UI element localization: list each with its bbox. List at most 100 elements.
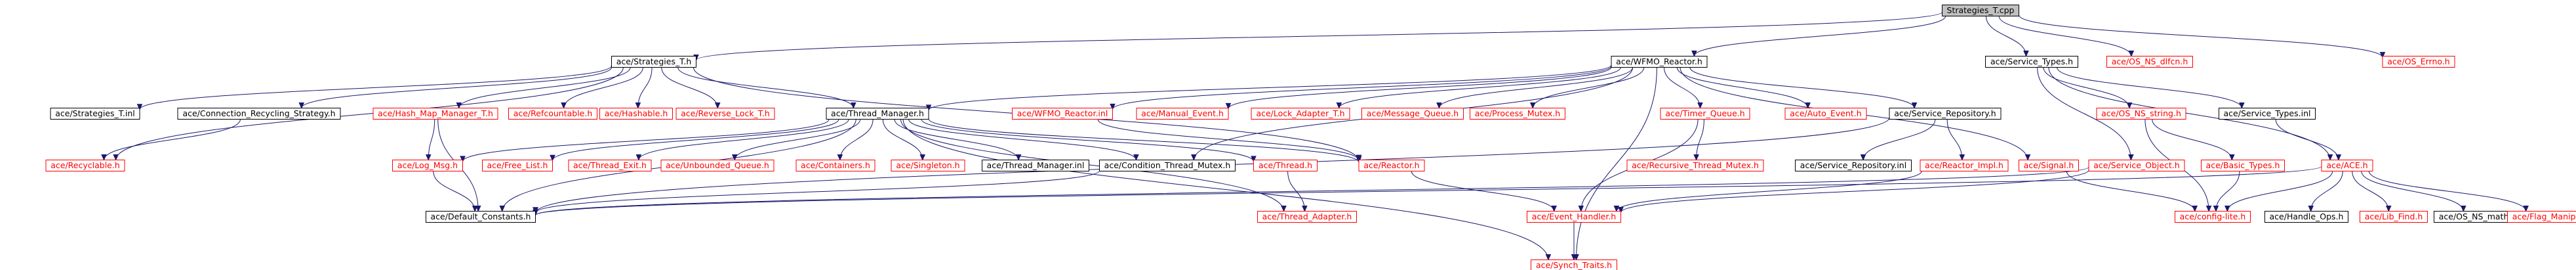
- graph-node[interactable]: ace/Service_Types.h: [1985, 56, 2078, 68]
- graph-node[interactable]: ace/Thread_Adapter.h: [1257, 211, 1357, 223]
- graph-node[interactable]: ace/Reactor_Impl.h: [1920, 160, 2009, 171]
- arrowhead-n0-to-n2: [1691, 51, 1697, 57]
- graph-node[interactable]: ace/Hashable.h: [599, 108, 673, 120]
- node-box: [482, 160, 553, 171]
- graph-node[interactable]: ace/Containers.h: [795, 160, 875, 171]
- graph-node[interactable]: ace/Hash_Map_Manager_T.h: [372, 108, 498, 120]
- node-label: ace/Connection_Recycling_Strategy.h: [182, 108, 335, 118]
- graph-node[interactable]: ace/Handle_Ops.h: [2264, 211, 2348, 223]
- arrowhead-n12-to-n41: [499, 206, 506, 212]
- edge-n12-to-n27: [734, 119, 861, 160]
- graph-node[interactable]: ace/Thread_Manager.inl: [982, 160, 1089, 171]
- arrowhead-n1-to-n11: [715, 102, 721, 109]
- graph-node[interactable]: ace/Basic_Types.h: [2201, 160, 2285, 171]
- node-label: ace/Reactor.h: [1363, 160, 1419, 170]
- graph-node[interactable]: ace/Event_Handler.h: [1527, 211, 1621, 223]
- node-label: ace/Thread_Exit.h: [573, 160, 647, 170]
- node-box: [2264, 211, 2348, 223]
- graph-node[interactable]: ace/Singleton.h: [891, 160, 965, 171]
- graph-node[interactable]: ace/Unbounded_Queue.h: [660, 160, 775, 171]
- node-box: [660, 160, 775, 171]
- graph-node[interactable]: ace/Manual_Event.h: [1136, 108, 1229, 120]
- graph-node[interactable]: ace/Service_Repository.inl: [1795, 160, 1912, 171]
- graph-node[interactable]: ace/Refcountable.h: [508, 108, 597, 120]
- node-box: [1012, 108, 1113, 120]
- arrowhead-n3-to-n22: [2239, 102, 2245, 109]
- graph-node[interactable]: ace/Process_Mutex.h: [1470, 108, 1565, 120]
- graph-node[interactable]: ace/OS_NS_string.h: [2096, 108, 2186, 120]
- graph-node[interactable]: ace/OS_Errno.h: [2382, 56, 2455, 68]
- arrowhead-n2-to-n12: [925, 104, 932, 112]
- node-label: ace/Unbounded_Queue.h: [666, 160, 769, 170]
- node-box: [372, 108, 498, 120]
- node-label: ace/Service_Types.h: [1990, 56, 2073, 66]
- edge-n1-to-n6: [139, 65, 612, 110]
- node-label: ace/Hashable.h: [605, 108, 668, 118]
- edge-n12-to-n33: [928, 118, 1359, 163]
- edge-n1-to-n7: [301, 67, 612, 108]
- node-box: [2360, 211, 2428, 223]
- node-label: ace/Service_Types.inl: [2224, 108, 2311, 118]
- node-box: [177, 108, 341, 120]
- node-box: [1470, 108, 1565, 120]
- arrowhead-n12-to-n26: [635, 154, 642, 161]
- graph-node[interactable]: ace/Strategies_T.h: [611, 56, 696, 68]
- graph-node[interactable]: ace/Auto_Event.h: [1784, 108, 1867, 120]
- graph-node[interactable]: ace/Thread_Manager.h: [826, 108, 929, 120]
- edge-n22-to-n40: [2275, 119, 2339, 160]
- node-box: [2507, 211, 2576, 223]
- graph-node[interactable]: ace/Condition_Thread_Mutex.h: [1099, 160, 1236, 171]
- node-box: [1660, 108, 1750, 120]
- node-box: [2321, 160, 2373, 171]
- graph-node[interactable]: ace/Thread_Exit.h: [568, 160, 652, 171]
- edge-n12-to-n42: [900, 119, 1285, 212]
- graph-node[interactable]: ace/WFMO_Reactor.h: [1611, 56, 1708, 68]
- arrowhead-n40-to-n44: [2224, 206, 2230, 212]
- node-box: [611, 56, 696, 68]
- graph-node[interactable]: ace/Connection_Recycling_Strategy.h: [177, 108, 341, 120]
- graph-node[interactable]: ace/Service_Object.h: [2088, 160, 2185, 171]
- graph-node[interactable]: ace/Service_Types.inl: [2219, 108, 2316, 120]
- graph-node[interactable]: ace/OS_NS_dlfcn.h: [2106, 56, 2193, 68]
- graph-node[interactable]: ace/Reverse_Lock_T.h: [675, 108, 775, 120]
- node-box: [599, 108, 673, 120]
- edge-n24-to-n41: [433, 171, 475, 212]
- node-box: [891, 160, 965, 171]
- graph-node[interactable]: ace/Free_List.h: [482, 160, 553, 171]
- arrowhead-n36-to-n43: [1613, 206, 1620, 212]
- edge-n2-to-n18: [1664, 67, 1701, 108]
- graph-node[interactable]: ace/Synch_Traits.h: [1531, 259, 1617, 270]
- node-label: ace/Event_Handler.h: [1532, 212, 1616, 221]
- graph-node[interactable]: ace/Timer_Queue.h: [1660, 108, 1750, 120]
- graph-node[interactable]: ace/Lib_Find.h: [2360, 211, 2428, 223]
- node-label: ace/Service_Object.h: [2093, 160, 2180, 170]
- graph-node[interactable]: ace/Service_Repository.h: [1889, 108, 2002, 120]
- graph-node[interactable]: ace/Lock_Adapter_T.h: [1251, 108, 1350, 120]
- graph-node[interactable]: ace/Flag_Manip.h: [2507, 211, 2576, 223]
- graph-node[interactable]: ace/Reactor.h: [1358, 160, 1425, 171]
- graph-node[interactable]: ace/Thread.h: [1253, 160, 1318, 171]
- edge-n1-to-n23: [115, 67, 624, 160]
- arrowhead-n8-to-n24: [426, 154, 432, 161]
- node-box: [1920, 160, 2009, 171]
- node-label: ace/ACE.h: [2326, 160, 2367, 170]
- graph-node[interactable]: ace/Recyclable.h: [45, 160, 125, 171]
- graph-node[interactable]: ace/Message_Queue.h: [1361, 108, 1464, 120]
- arrowhead-n21-to-n44: [2205, 206, 2212, 212]
- edge-n2-to-n20: [1689, 67, 1915, 108]
- graph-node[interactable]: ace/ACE.h: [2321, 160, 2373, 171]
- graph-node[interactable]: ace/Strategies_T.inl: [50, 108, 140, 120]
- node-box: [2096, 108, 2186, 120]
- graph-node[interactable]: ace/WFMO_Reactor.inl: [1012, 108, 1113, 120]
- edge-n3-to-n21: [2043, 67, 2130, 108]
- graph-node[interactable]: ace/Recursive_Thread_Mutex.h: [1626, 160, 1764, 171]
- graph-node[interactable]: ace/OS_NS_math.h: [2434, 211, 2522, 223]
- graph-node[interactable]: ace/Signal.h: [2019, 160, 2079, 171]
- graph-node[interactable]: ace/config-lite.h: [2175, 211, 2251, 223]
- graph-node[interactable]: ace/Default_Constants.h: [426, 211, 536, 223]
- node-box: [50, 108, 140, 120]
- arrowhead-n12-to-n49: [1545, 254, 1552, 261]
- graph-node[interactable]: ace/Log_Msg.h: [392, 160, 463, 171]
- edge-n7-to-n23: [104, 119, 241, 160]
- arrowhead-n39-to-n44: [2213, 206, 2219, 212]
